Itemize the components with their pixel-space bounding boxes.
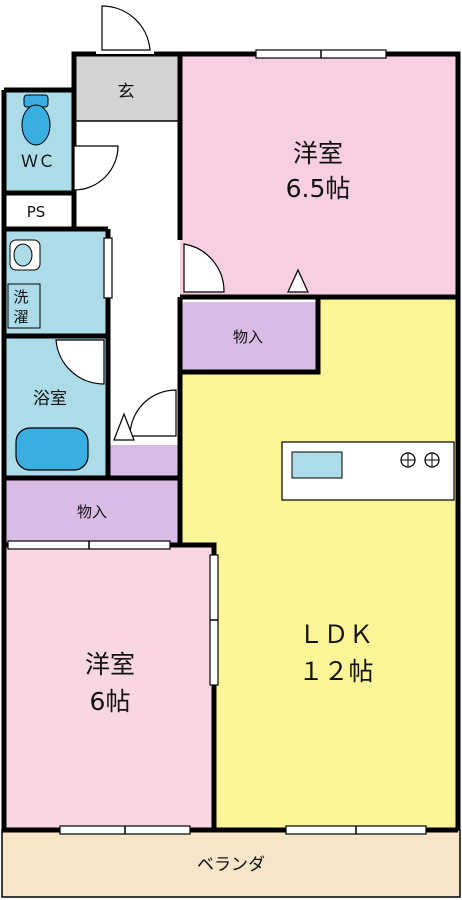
sliding-door-senmen [103,237,113,299]
laundry-pan-icon [7,283,41,329]
washbasin-icon [9,239,41,271]
room1-door-handle-mark [287,268,309,293]
western-room-1 [180,54,458,297]
toilet-icon [21,94,51,146]
storage-hall-nook [110,445,180,478]
sink-icon [291,451,343,479]
balcony-label: ベランダ [197,855,265,875]
storage-upper-label: 物入 [233,328,263,346]
genkan-area [74,54,180,121]
entrance-door[interactable] [96,5,154,54]
senmen-label-top: 洗 [13,288,28,306]
ldk-area [180,297,458,829]
hall-door-mark [113,412,135,441]
ps-label: PS [27,203,46,221]
western-room-2-name: 洋室 [85,650,135,679]
western-room-1-name: 洋室 [293,139,343,168]
storage-upper [180,302,318,370]
bath-label: 浴室 [33,389,67,409]
storage-lower [4,478,180,545]
balcony [1,829,461,898]
genkan-label: 玄 [118,82,135,102]
storage-lower-label: 物入 [77,503,107,521]
western-room-2 [4,545,214,829]
wc-label: ＷＣ [21,152,55,172]
bathtub-icon [15,427,89,471]
western-room-2-size: 6帖 [90,687,131,716]
room1-door[interactable] [183,243,225,293]
wc-door[interactable] [73,145,119,191]
ldk-size: １２帖 [298,657,373,686]
ps-area [4,195,72,228]
western-room-1-size: 6.5帖 [286,174,351,203]
kitchen-counter [281,441,455,501]
ldk-name: ＬＤＫ [298,620,373,649]
senmen-label-bottom: 濯 [13,308,28,326]
bath-door[interactable] [55,339,105,385]
stove-burner-icon [400,452,440,468]
ldk-door[interactable] [129,389,177,437]
